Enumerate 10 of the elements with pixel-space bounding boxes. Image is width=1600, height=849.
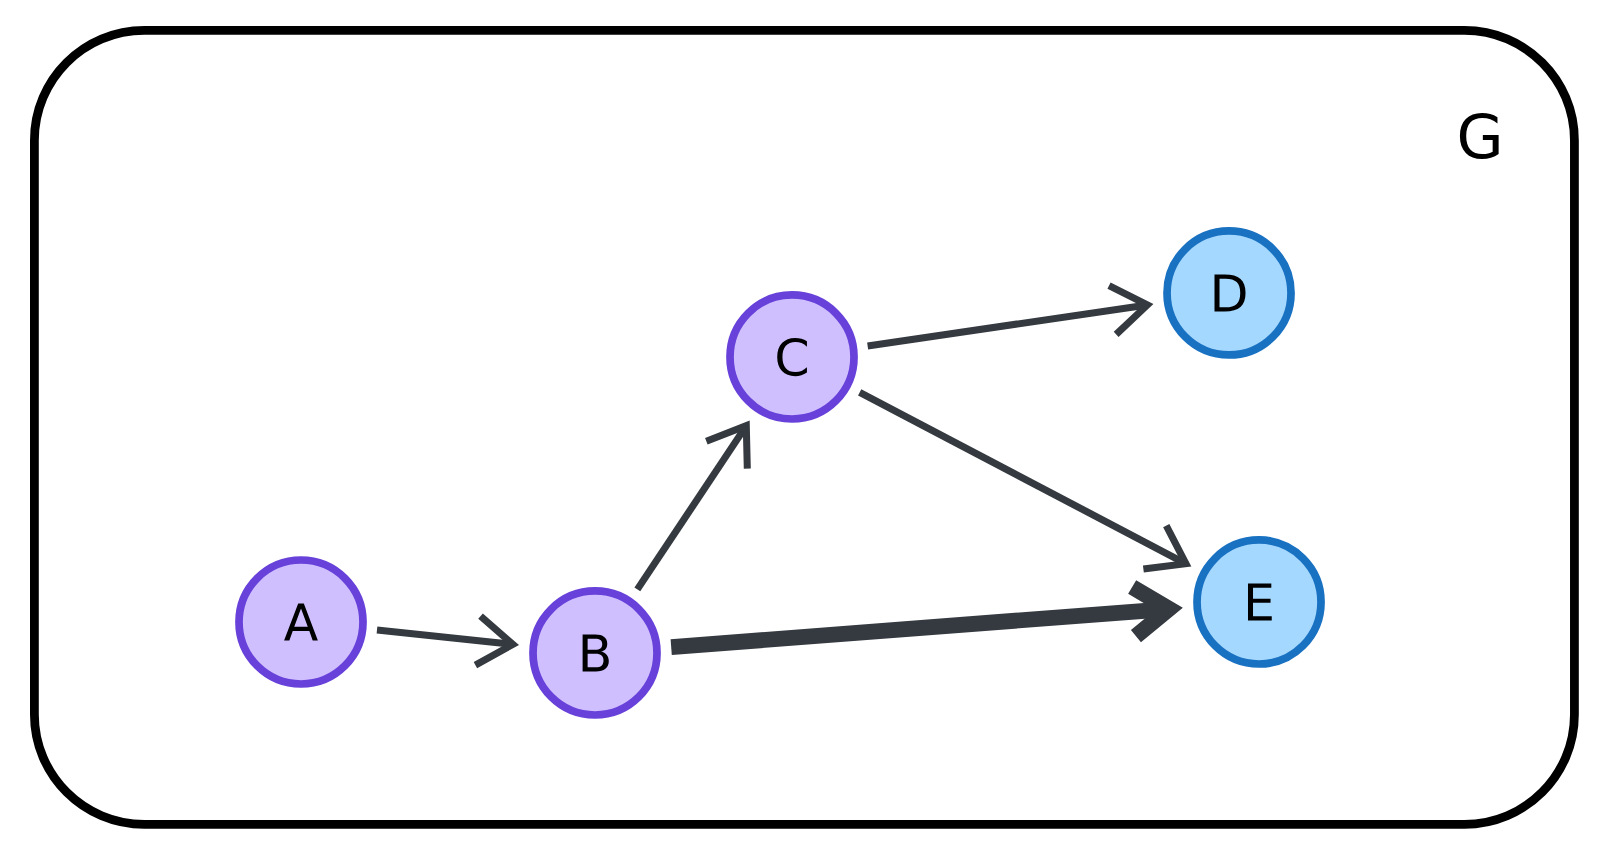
arrow: [376, 613, 519, 669]
graph-node: E: [1193, 536, 1325, 668]
graph-node: B: [529, 587, 661, 719]
arrow: [858, 389, 1192, 573]
graph-node: C: [726, 291, 858, 423]
arrow: [670, 580, 1183, 656]
arrow: [634, 420, 751, 592]
graph-node: A: [235, 556, 367, 688]
graph-node: D: [1163, 227, 1295, 359]
arrow: [867, 282, 1154, 350]
